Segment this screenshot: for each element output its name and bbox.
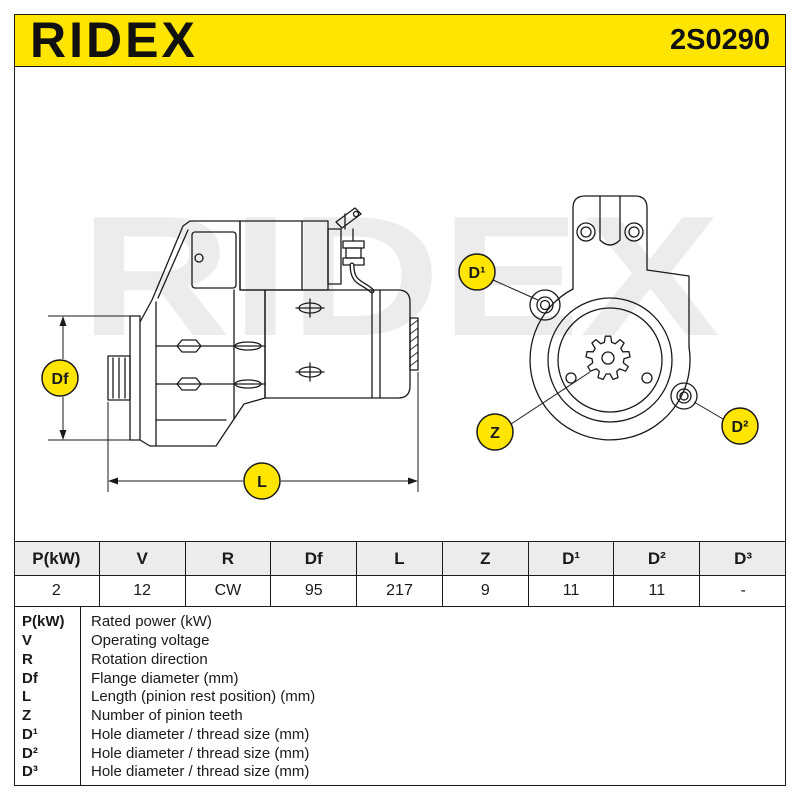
motor-body	[264, 289, 373, 399]
pinion	[107, 355, 131, 401]
ear-bolt-hole-left	[576, 222, 596, 242]
end-cap	[371, 289, 419, 399]
value-d2: 11	[614, 576, 701, 606]
callout-l: L	[243, 462, 281, 500]
legend-row: P(kW) Rated power (kW)	[14, 613, 786, 632]
legend-description: Number of pinion teeth	[91, 707, 243, 725]
nose-hole-left	[565, 372, 577, 384]
column-header-rotation: R	[186, 542, 272, 575]
starter-side-view	[107, 207, 419, 447]
legend-row: D¹ Hole diameter / thread size (mm)	[14, 725, 786, 744]
leader-line-z	[510, 371, 591, 425]
legend-description: Hole diameter / thread size (mm)	[91, 744, 310, 762]
callout-d2: D²	[721, 407, 759, 445]
nose-ring-inner	[557, 307, 663, 413]
legend-description: Rotation direction	[91, 650, 208, 668]
column-header-voltage: V	[100, 542, 186, 575]
callout-df-label: Df	[52, 371, 70, 388]
legend-code: Z	[22, 707, 32, 725]
legend-divider	[80, 607, 81, 786]
nose-ring-outer	[547, 297, 673, 423]
legend-code: R	[22, 650, 33, 668]
legend-code: L	[22, 688, 32, 706]
value-power: 2	[14, 576, 100, 606]
mounting-flange	[129, 315, 141, 441]
value-rotation: CW	[186, 576, 272, 606]
legend-description: Flange diameter (mm)	[91, 669, 239, 687]
legend-description: Operating voltage	[91, 632, 210, 650]
legend-description: Length (pinion rest position) (mm)	[91, 688, 316, 706]
legend-row: R Rotation direction	[14, 650, 786, 669]
legend-row: Z Number of pinion teeth	[14, 706, 786, 725]
solenoid-terminals	[335, 207, 375, 294]
column-header-d3: D³	[734, 548, 753, 568]
brand-logo: RIDEX	[30, 12, 198, 68]
legend-row: D² Hole diameter / thread size (mm)	[14, 744, 786, 763]
starter-front-view	[529, 195, 698, 441]
column-header-flange-diameter: Df	[271, 542, 358, 575]
legend-description: Hole diameter / thread size (mm)	[91, 725, 310, 743]
spec-table: P(kW) V R Df L Z D¹ D² D³ 2 12 CW 95 217…	[14, 541, 786, 607]
callout-d1-label: D¹	[469, 265, 486, 282]
bolt-hole-d2	[670, 382, 698, 410]
value-d1: 11	[529, 576, 615, 606]
value-teeth: 9	[443, 576, 529, 606]
legend-row: D³ Hole diameter / thread size (mm)	[14, 763, 786, 782]
legend-description: Hole diameter / thread size (mm)	[91, 763, 310, 781]
callout-d2-label: D²	[732, 419, 749, 436]
value-length: 217	[357, 576, 443, 606]
callout-d1: D¹	[458, 253, 496, 291]
leader-line-d1	[492, 279, 539, 301]
value-flange-diameter: 95	[271, 576, 358, 606]
value-voltage: 12	[100, 576, 186, 606]
legend-row: L Length (pinion rest position) (mm)	[14, 688, 786, 707]
callout-z-label: Z	[490, 425, 500, 442]
legend-description: Rated power (kW)	[91, 613, 212, 631]
spec-header-row: P(kW) V R Df L Z D¹ D² D³	[14, 541, 786, 576]
legend-code: D²	[22, 744, 38, 762]
drive-housing	[139, 220, 266, 447]
pinion-gear	[585, 335, 631, 381]
legend-code: D¹	[22, 725, 38, 743]
nose-hole-right	[641, 372, 653, 384]
legend-code: V	[22, 632, 33, 650]
mounting-ear	[572, 195, 690, 348]
legend-row: Df Flange diameter (mm)	[14, 669, 786, 688]
dimension-l	[107, 372, 419, 492]
legend-row: V Operating voltage	[14, 631, 786, 650]
column-header-d1: D¹	[529, 542, 615, 575]
column-header-d2: D²	[614, 542, 701, 575]
legend: P(kW) Rated power (kW) V Operating volta…	[14, 607, 786, 786]
bolt-hole-d1	[529, 289, 561, 321]
leader-line-d2	[693, 401, 724, 420]
legend-code: D³	[22, 763, 38, 781]
callout-z: Z	[476, 413, 514, 451]
column-header-length: L	[357, 542, 443, 575]
value-d3: -	[740, 582, 746, 599]
legend-code: Df	[22, 669, 38, 687]
dimension-df	[48, 315, 130, 441]
pinion-bore	[601, 351, 615, 365]
technical-drawing: RIDEX	[41, 181, 759, 500]
header-band: RIDEX 2S0290	[14, 14, 786, 67]
spec-value-row: 2 12 CW 95 217 9 11 11 -	[14, 576, 786, 607]
column-header-power: P(kW)	[14, 542, 100, 575]
housing-outline	[529, 288, 691, 441]
legend-code: P(kW)	[22, 613, 65, 631]
callout-df: Df	[41, 359, 79, 397]
part-number: 2S0290	[670, 23, 770, 56]
ear-bolt-hole-right	[624, 222, 644, 242]
callout-l-label: L	[257, 474, 267, 491]
column-header-teeth: Z	[443, 542, 529, 575]
ear-web	[599, 195, 621, 246]
